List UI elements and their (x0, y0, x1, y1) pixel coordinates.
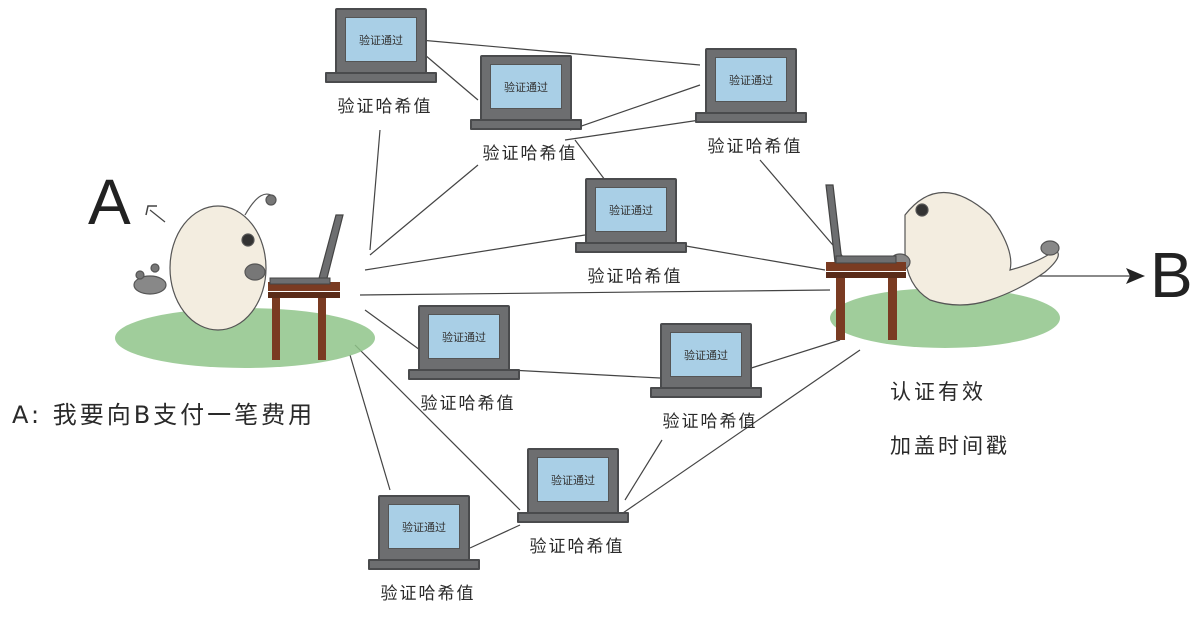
network-node: 验证通过 验证哈希值 (368, 495, 480, 604)
node-status: 验证通过 (504, 80, 548, 94)
laptop-icon: 验证通过 (585, 178, 677, 244)
auth-valid-text: 认证有效 (890, 380, 986, 404)
node-caption: 验证哈希值 (587, 267, 683, 287)
laptop-icon: 验证通过 (705, 48, 797, 114)
laptop-icon: 验证通过 (378, 495, 470, 561)
timestamp-text: 加盖时间戳 (890, 434, 1010, 458)
desk-a (268, 214, 344, 360)
laptop-icon: 验证通过 (527, 448, 619, 514)
network-node: 验证通过 验证哈希值 (695, 48, 807, 157)
node-status: 验证通过 (729, 73, 773, 87)
desk-b (825, 184, 906, 340)
label-a: A (88, 166, 131, 238)
node-status: 验证通过 (402, 520, 446, 534)
network-node: 验证通过 验证哈希值 (650, 323, 762, 432)
network-node: 验证通过 验证哈希值 (408, 305, 520, 414)
laptop-icon: 验证通过 (335, 8, 427, 74)
laptop-icon: 验证通过 (480, 55, 572, 121)
node-status: 验证通过 (551, 473, 595, 487)
node-status: 验证通过 (359, 33, 403, 47)
laptop-icon: 验证通过 (418, 305, 510, 371)
arrow-to-a-head (145, 205, 157, 216)
node-caption: 验证哈希值 (420, 394, 516, 414)
laptop-icon: 验证通过 (660, 323, 752, 389)
label-b: B (1150, 239, 1193, 311)
network-node: 验证通过 验证哈希值 (470, 55, 582, 164)
node-status: 验证通过 (609, 203, 653, 217)
creature-b (889, 192, 1060, 306)
network-node: 验证通过 验证哈希值 (325, 8, 437, 117)
arrow-to-b-head (1126, 268, 1145, 284)
node-caption: 验证哈希值 (662, 412, 758, 432)
payment-request-text: A: 我要向B支付一笔费用 (12, 401, 316, 429)
node-caption: 验证哈希值 (380, 584, 476, 604)
grass-right (830, 288, 1060, 348)
node-status: 验证通过 (442, 330, 486, 344)
node-caption: 验证哈希值 (337, 97, 433, 117)
creature-a (133, 193, 277, 331)
node-caption: 验证哈希值 (482, 144, 578, 164)
network-node: 验证通过 验证哈希值 (575, 178, 687, 287)
node-caption: 验证哈希值 (707, 137, 803, 157)
node-status: 验证通过 (684, 348, 728, 362)
node-caption: 验证哈希值 (529, 537, 625, 557)
network-node: 验证通过 验证哈希值 (517, 448, 629, 557)
grass-left (115, 308, 375, 368)
